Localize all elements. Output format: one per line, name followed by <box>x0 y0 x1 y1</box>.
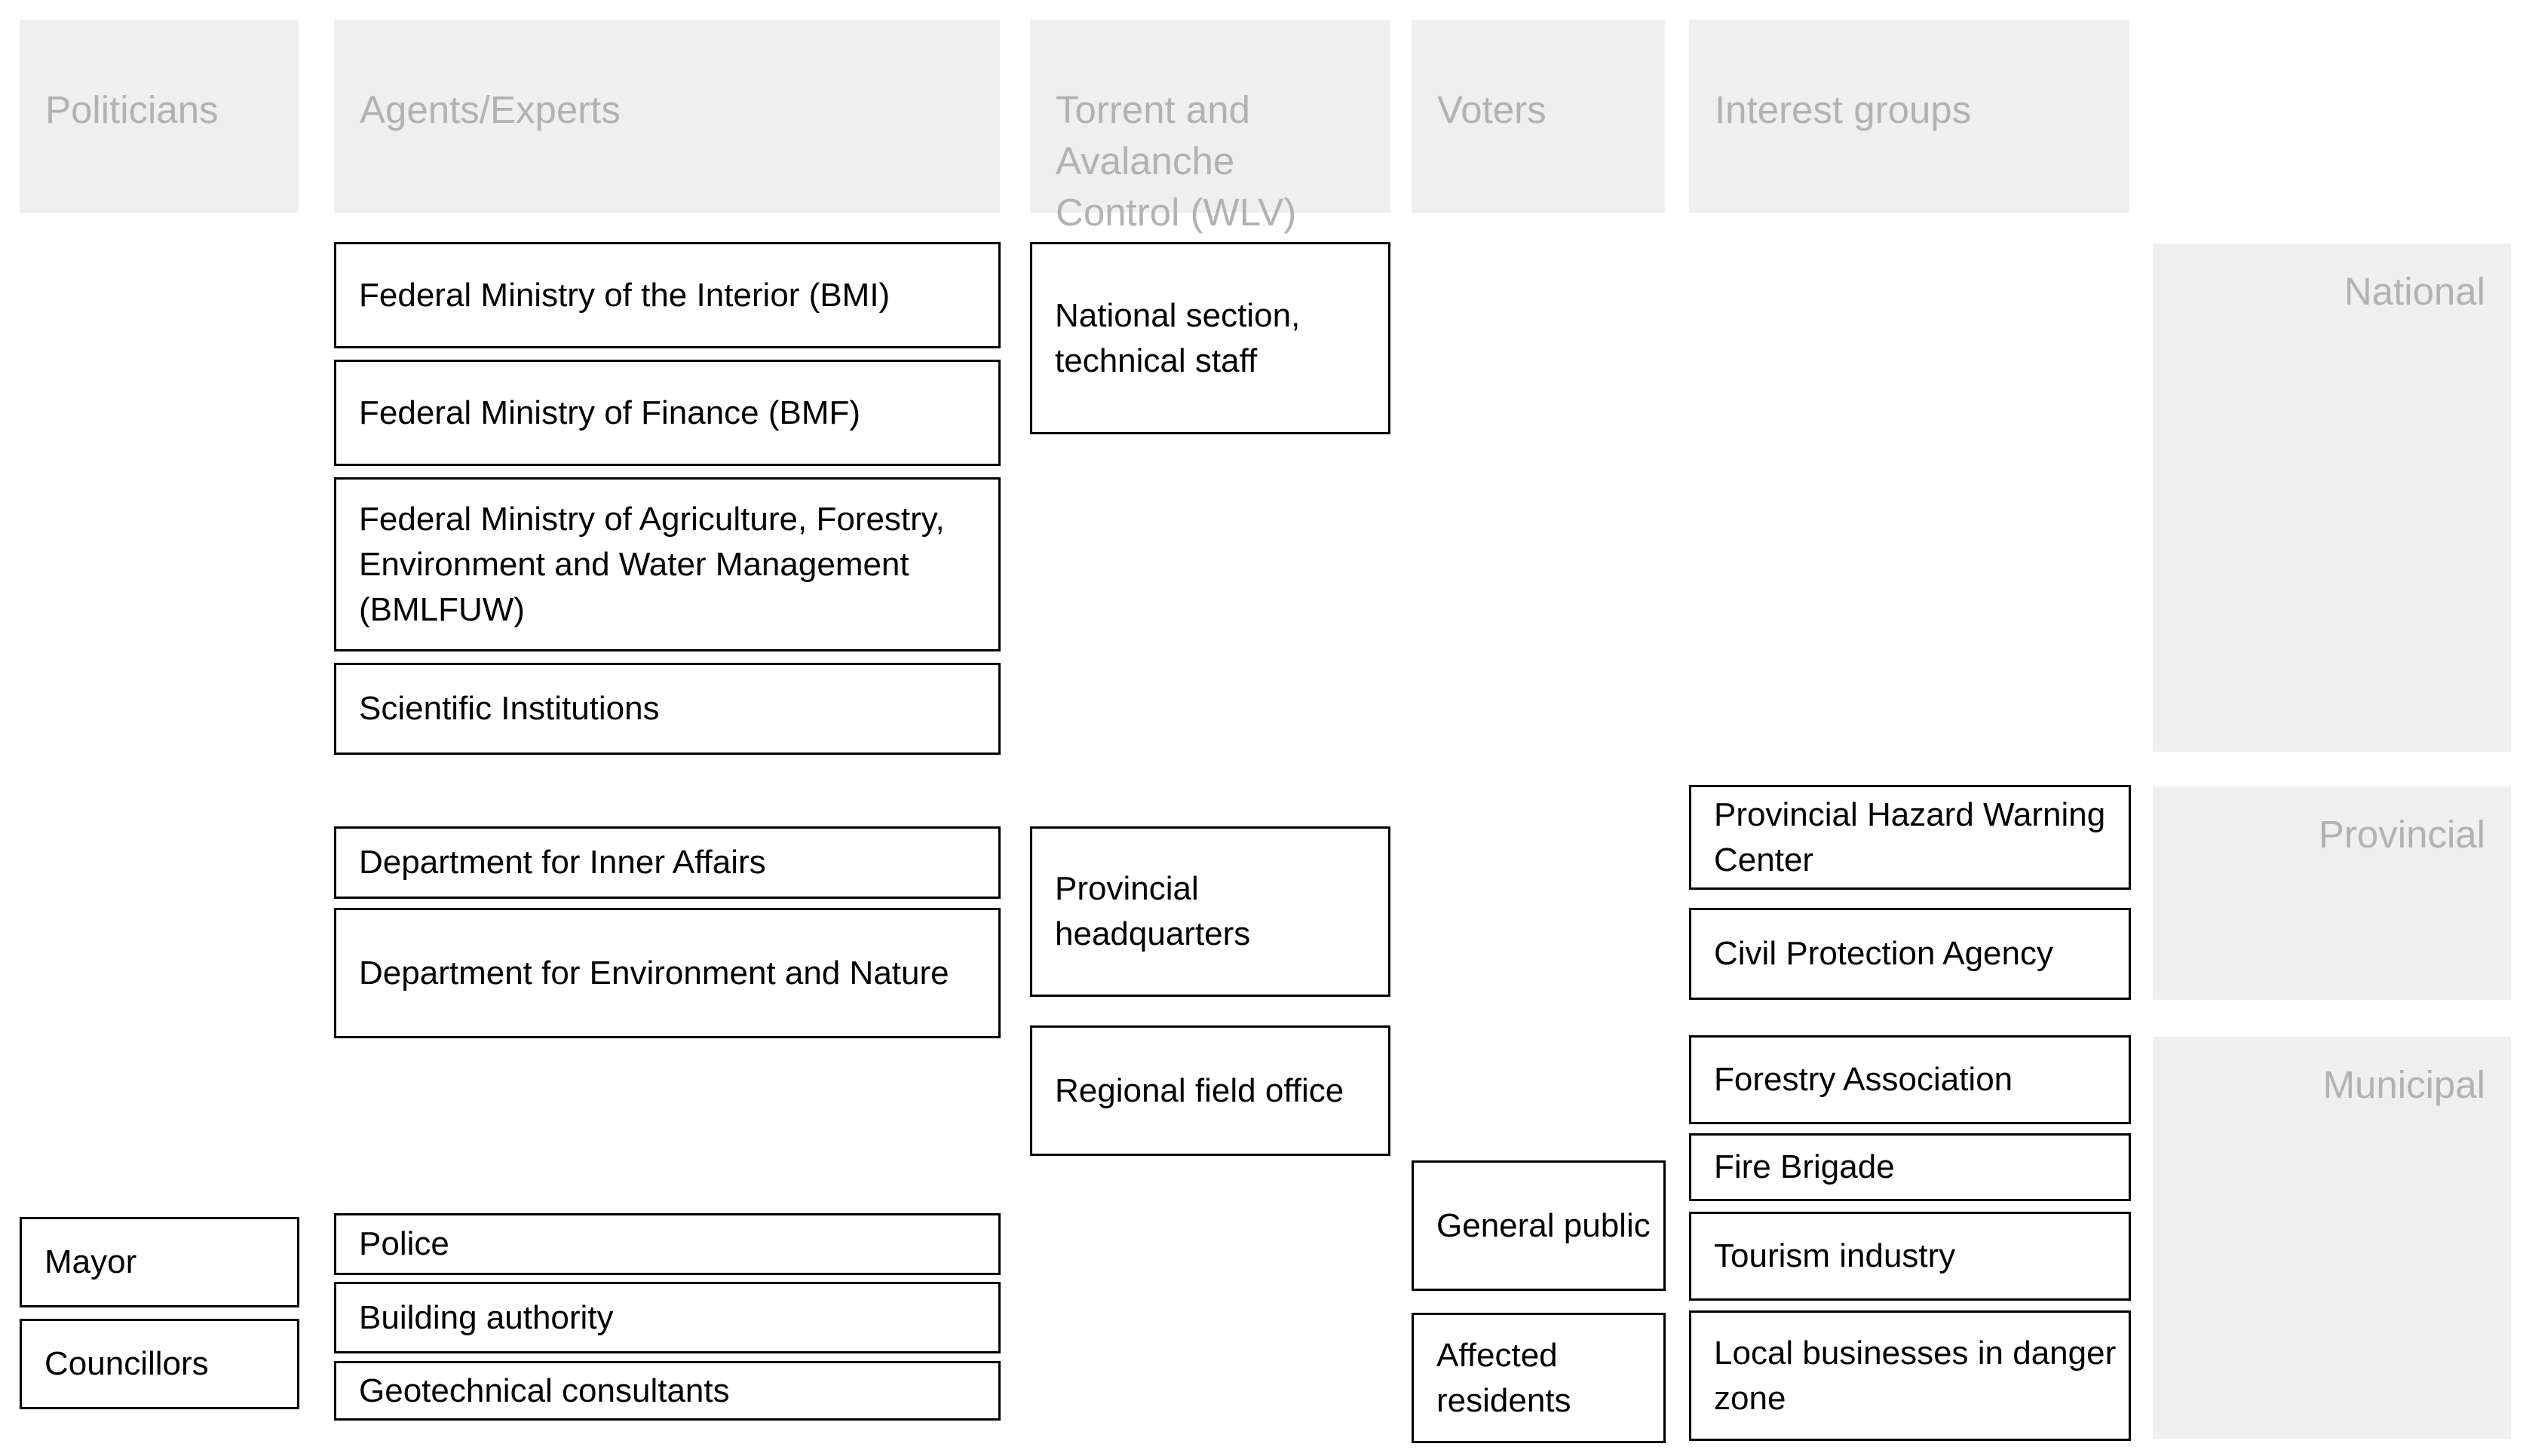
actor-label: National section, technical staff <box>1055 296 1301 379</box>
actor-label: Provincial headquarters <box>1055 870 1251 952</box>
level-band-municipal: Municipal <box>2153 1037 2511 1439</box>
actor-box-general-public: General public <box>1412 1160 1666 1291</box>
column-header-voters: Voters <box>1412 20 1665 213</box>
actor-label: Federal Ministry of Agriculture, Forestr… <box>359 500 945 628</box>
actor-box-police: Police <box>334 1213 1001 1275</box>
actor-box-local-businesses: Local businesses in danger zone <box>1689 1310 2131 1441</box>
actor-label: Scientific Institutions <box>359 690 660 727</box>
level-label: Provincial <box>2318 813 2485 856</box>
actor-label: Department for Environment and Nature <box>359 954 949 992</box>
actor-box-hazard-warning-center: Provincial Hazard Warning Center <box>1689 785 2131 890</box>
actor-label: Federal Ministry of the Interior (BMI) <box>359 276 891 314</box>
column-header-label: Torrent and Avalanche Control (WLV) <box>1056 88 1297 234</box>
column-header-politicians: Politicians <box>20 20 299 213</box>
actor-label: Affected residents <box>1436 1336 1571 1419</box>
actor-label: Police <box>359 1225 449 1262</box>
actor-label: Federal Ministry of Finance (BMF) <box>359 394 861 431</box>
level-label: Municipal <box>2322 1063 2485 1106</box>
level-band-provincial: Provincial <box>2153 786 2511 1000</box>
actor-box-inner-affairs: Department for Inner Affairs <box>334 826 1001 899</box>
actor-box-building-authority: Building authority <box>334 1282 1001 1353</box>
actor-box-civil-protection: Civil Protection Agency <box>1689 908 2131 1000</box>
actor-box-fire-brigade: Fire Brigade <box>1689 1133 2131 1201</box>
actor-box-scientific-institutions: Scientific Institutions <box>334 663 1001 755</box>
level-label: National <box>2344 270 2485 313</box>
column-header-wlv: Torrent and Avalanche Control (WLV) <box>1030 20 1390 234</box>
column-header-interest-groups: Interest groups <box>1689 20 2129 213</box>
actor-box-mayor: Mayor <box>20 1217 299 1307</box>
actor-label: Geotechnical consultants <box>359 1372 730 1409</box>
actor-box-affected-residents: Affected residents <box>1412 1313 1666 1443</box>
actor-box-geotechnical-consultants: Geotechnical consultants <box>334 1361 1001 1421</box>
actor-label: Regional field office <box>1055 1071 1344 1109</box>
level-band-national: National <box>2153 244 2511 752</box>
actor-label: Civil Protection Agency <box>1714 935 2053 972</box>
column-header-label: Agents/Experts <box>360 88 621 131</box>
actor-label: Building authority <box>359 1298 614 1336</box>
actor-box-forestry-association: Forestry Association <box>1689 1035 2131 1124</box>
actor-box-wlv-provincial: Provincial headquarters <box>1030 826 1390 997</box>
actor-box-tourism-industry: Tourism industry <box>1689 1212 2131 1301</box>
actor-box-wlv-national: National section, technical staff <box>1030 242 1390 434</box>
actor-box-environment-nature: Department for Environment and Nature <box>334 908 1001 1038</box>
column-header-label: Politicians <box>45 88 219 131</box>
actor-box-bmi: Federal Ministry of the Interior (BMI) <box>334 242 1001 348</box>
actor-label: Fire Brigade <box>1714 1148 1895 1185</box>
actor-label: General public <box>1436 1206 1651 1244</box>
actor-label: Tourism industry <box>1714 1237 1956 1274</box>
actor-label: Forestry Association <box>1714 1061 2013 1098</box>
actor-box-wlv-regional: Regional field office <box>1030 1025 1390 1156</box>
actor-box-bmf: Federal Ministry of Finance (BMF) <box>334 360 1001 466</box>
actor-box-councillors: Councillors <box>20 1319 299 1409</box>
actor-label: Mayor <box>44 1243 137 1280</box>
actor-label: Provincial Hazard Warning Center <box>1714 795 2106 878</box>
actor-label: Department for Inner Affairs <box>359 844 766 881</box>
actor-label: Councillors <box>44 1345 209 1382</box>
column-header-label: Interest groups <box>1715 88 1972 131</box>
actor-box-bmlfuw: Federal Ministry of Agriculture, Forestr… <box>334 477 1001 651</box>
column-header-agents-experts: Agents/Experts <box>334 20 1000 213</box>
column-header-label: Voters <box>1437 88 1547 131</box>
actor-label: Local businesses in danger zone <box>1714 1334 2117 1417</box>
